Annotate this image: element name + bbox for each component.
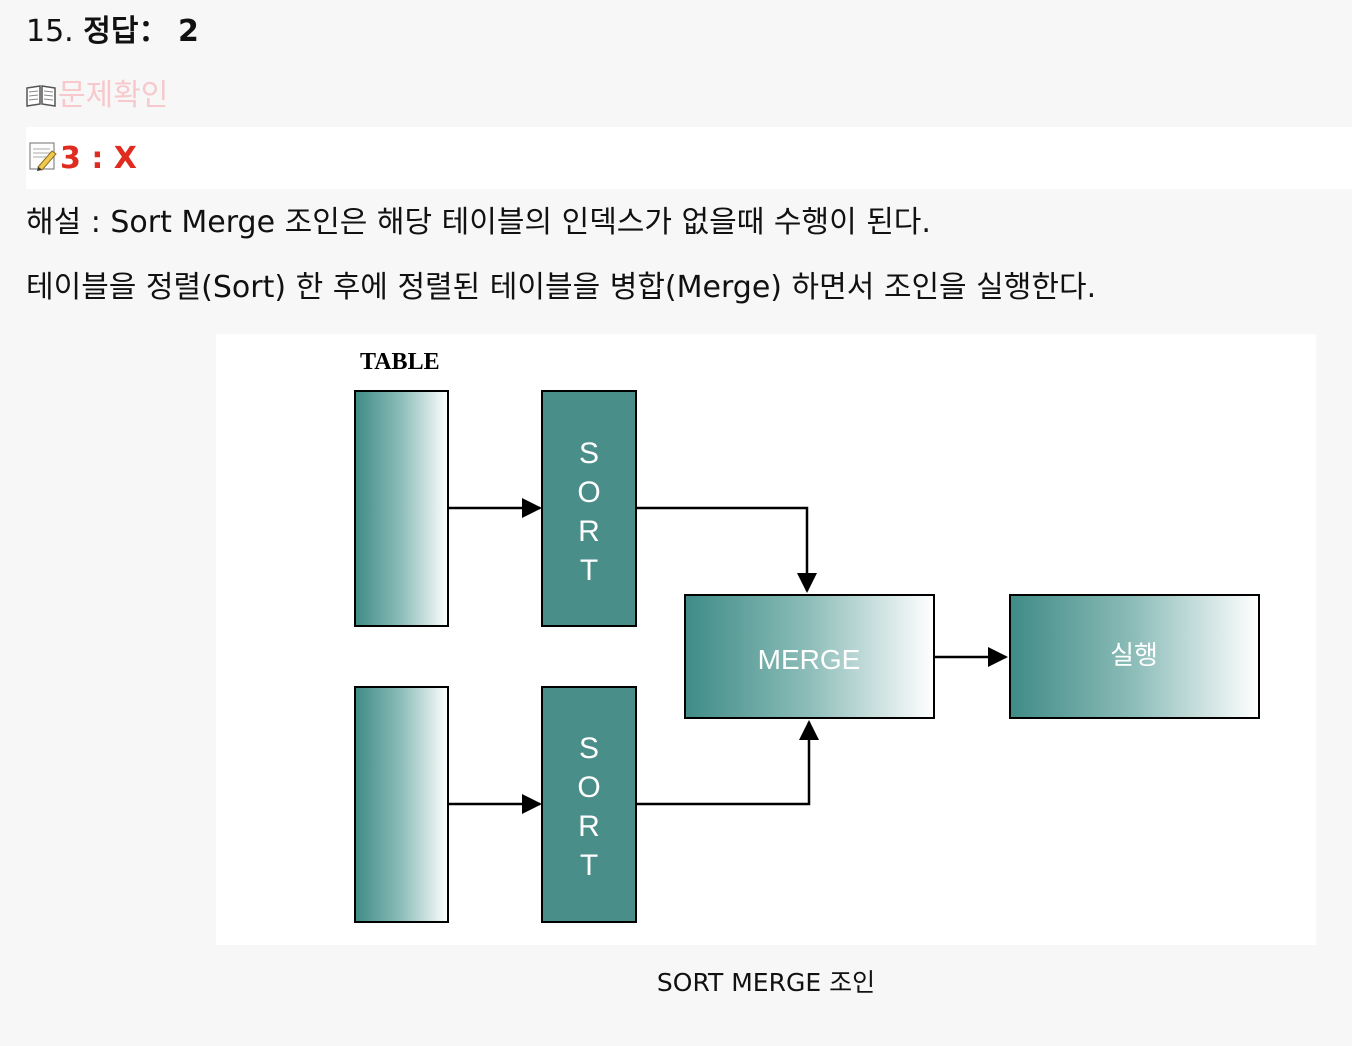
answer-label: 정답 xyxy=(83,14,139,49)
sort-letter: T xyxy=(580,554,598,587)
merge-label: MERGE xyxy=(758,644,861,675)
answer-value: 2 xyxy=(178,14,199,49)
arrow-sort2-to-merge xyxy=(636,720,819,806)
sort-letter: R xyxy=(578,515,600,548)
question-header: 15. 정답： 2 xyxy=(26,12,199,52)
diagram-caption: SORT MERGE 조인 xyxy=(656,968,876,997)
arrow-sort1-to-merge xyxy=(636,506,817,593)
check-question-label[interactable]: 문제확인 xyxy=(58,78,169,113)
sort-letter: T xyxy=(580,849,598,882)
sort-box-2 xyxy=(541,686,637,923)
sort-label-2: S O R T xyxy=(577,732,600,882)
sort-letter: R xyxy=(578,810,600,843)
execute-label: 실행 xyxy=(1110,641,1158,671)
wrong-answer-text: 3 : X xyxy=(60,141,137,176)
merge-box xyxy=(684,594,935,719)
table-label: TABLE xyxy=(360,349,440,375)
execute-box xyxy=(1009,594,1260,719)
sort-letter: S xyxy=(579,437,599,470)
sort-merge-diagram: TABLE S O R T S O R T MERGE 실행 xyxy=(216,334,1316,945)
question-number: 15. xyxy=(26,14,74,49)
sort-box-1 xyxy=(541,390,637,627)
sort-letter: O xyxy=(577,771,600,804)
sort-letter: O xyxy=(577,476,600,509)
memo-pencil-icon xyxy=(28,141,58,171)
wrong-answer-box: 3 : X xyxy=(26,127,1352,189)
open-book-icon xyxy=(26,79,56,107)
table-box-2 xyxy=(354,686,449,923)
explanation-line-2: 테이블을 정렬(Sort) 한 후에 정렬된 테이블을 병합(Merge) 하면… xyxy=(26,270,1097,305)
sort-label-1: S O R T xyxy=(577,437,600,587)
check-question-link[interactable]: 문제확인 xyxy=(26,76,168,116)
explanation-line-1: 해설 : Sort Merge 조인은 해당 테이블의 인덱스가 없을때 수행이… xyxy=(26,205,931,240)
wrong-answer-line: 3 : X xyxy=(28,139,137,179)
answer-separator: ： xyxy=(138,14,169,49)
table-box-1 xyxy=(354,390,449,627)
sort-letter: S xyxy=(579,732,599,765)
